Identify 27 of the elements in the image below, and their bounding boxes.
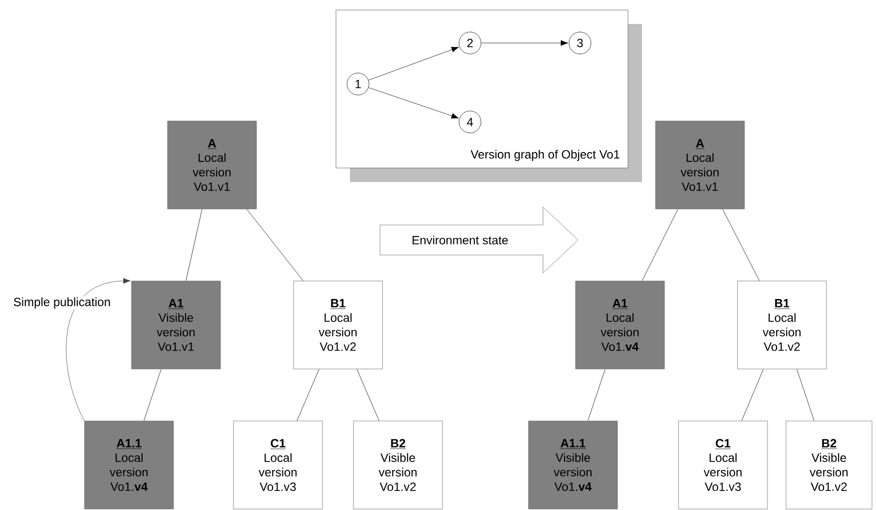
curved-arrow <box>66 278 131 421</box>
tree-line <box>588 369 606 421</box>
tree-line <box>186 209 202 281</box>
version-box: B1 Local version Vo1.v2 <box>293 280 383 370</box>
version-box: A1 Visible version Vo1.v1 <box>131 280 221 370</box>
tree-line <box>741 369 764 421</box>
version-box: B1 Local version Vo1.v2 <box>737 280 827 370</box>
arrow <box>368 87 459 119</box>
version-box: B2 Visible version Vo1.v2 <box>786 420 872 510</box>
tree-line <box>796 369 814 421</box>
tree-line <box>722 209 760 281</box>
edge-label: Simple publication <box>12 296 112 310</box>
version-box: A1 Local version Vo1.v4 <box>575 280 665 370</box>
tree-line <box>246 209 304 281</box>
version-box: A1.1 Local version Vo1.v4 <box>84 420 174 510</box>
tree-line <box>296 369 320 421</box>
version-box: C1 Local version Vo1.v3 <box>233 420 323 510</box>
tree-line <box>144 369 162 421</box>
version-box: A1.1 Visible version Vo1.v4 <box>528 420 618 510</box>
arrow <box>481 40 568 46</box>
arrow <box>368 46 459 80</box>
version-box: B2 Visible version Vo1.v2 <box>353 420 443 510</box>
version-box: C1 Local version Vo1.v3 <box>678 420 768 510</box>
version-box: A Local version Vo1.v1 <box>655 120 745 210</box>
version-box: A Local version Vo1.v1 <box>167 120 257 210</box>
tree-line <box>642 209 678 281</box>
tree-line <box>356 369 380 421</box>
